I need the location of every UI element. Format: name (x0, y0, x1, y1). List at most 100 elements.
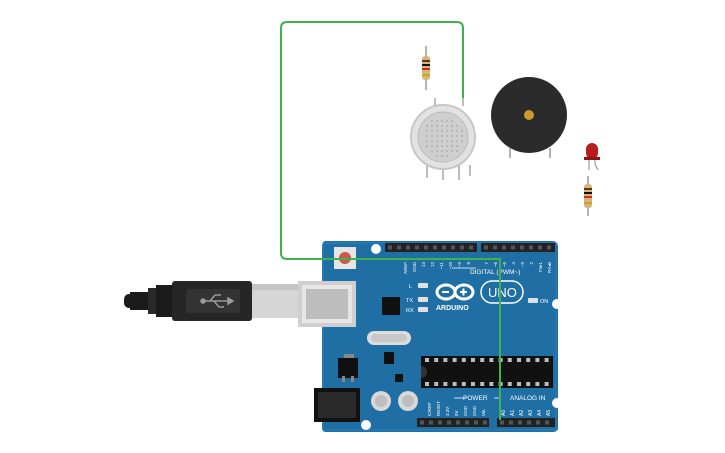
sensor-mesh-dot (440, 124, 444, 128)
chip-pin (544, 382, 549, 386)
atmega-chip (421, 356, 553, 388)
power-pin-label: 5V (454, 410, 459, 416)
header-pin[interactable] (536, 420, 540, 425)
sensor-mesh-dot (430, 149, 434, 153)
arduino-logo: ARDUINO (435, 283, 475, 312)
analog-pin-label: A3 (528, 410, 534, 416)
digital-pin-label: ~3 (520, 262, 525, 268)
header-pin[interactable] (502, 245, 506, 250)
sensor-mesh-dot (445, 124, 449, 128)
header-pin[interactable] (397, 245, 401, 250)
header-pin[interactable] (447, 420, 451, 425)
sensor-mesh-dot (430, 139, 434, 143)
sensor-mesh-dot (460, 139, 464, 143)
power-pin-label: GND (463, 405, 468, 416)
sensor-mesh-dot (440, 144, 444, 148)
digital-pin-label: ~9 (457, 262, 462, 268)
sensor-mesh-dot (450, 134, 454, 138)
chip-pin (471, 382, 475, 386)
sensor-mesh-dot (435, 124, 439, 128)
header-pin[interactable] (511, 245, 515, 250)
header-pin[interactable] (438, 420, 442, 425)
chip-pin (461, 358, 466, 362)
sensor-mesh-dot (445, 154, 449, 158)
digital-header[interactable] (385, 243, 555, 252)
power-pin-label: IOREF (427, 402, 432, 416)
gas-sensor-icon[interactable] (410, 98, 476, 180)
header-pin[interactable] (460, 245, 464, 250)
sensor-mesh-dot (445, 119, 449, 123)
header-pin[interactable] (500, 420, 504, 425)
header-pin[interactable] (420, 420, 424, 425)
header-pin[interactable] (483, 420, 487, 425)
chip-pin (425, 382, 429, 386)
header-pin[interactable] (429, 420, 433, 425)
header-pin[interactable] (520, 245, 524, 250)
digital-pin-label: 8 (466, 262, 471, 265)
sensor-mesh-dot (450, 129, 454, 133)
header-pin[interactable] (509, 420, 513, 425)
header-pin[interactable] (493, 245, 497, 250)
usb-chip (382, 297, 400, 315)
sensor-mesh-dot (425, 144, 429, 148)
sensor-mesh-dot (455, 149, 459, 153)
power-pin-label: Vin (481, 409, 486, 416)
usb-cable-icon[interactable] (124, 281, 298, 321)
header-pin[interactable] (469, 245, 473, 250)
chip-pin (507, 358, 512, 362)
sensor-mesh-dot (455, 124, 459, 128)
chip-pin (489, 358, 494, 362)
header-pin[interactable] (465, 420, 469, 425)
header-pin[interactable] (538, 245, 542, 250)
header-pin[interactable] (527, 420, 531, 425)
resistor-icon[interactable] (422, 46, 430, 90)
analog-pin-label: A5 (546, 410, 552, 416)
header-pin[interactable] (518, 420, 522, 425)
power-label: POWER (463, 395, 488, 402)
header-pin[interactable] (424, 245, 428, 250)
power-header[interactable] (417, 418, 489, 427)
header-pin[interactable] (474, 420, 478, 425)
sensor-mesh-dot (440, 129, 444, 133)
resistor-icon[interactable] (584, 176, 592, 216)
header-pin[interactable] (415, 245, 419, 250)
svg-text:RX: RX (406, 308, 414, 314)
header-pin[interactable] (388, 245, 392, 250)
sensor-mesh-dot (445, 129, 449, 133)
analog-header[interactable] (497, 418, 555, 427)
digital-pin-label: ~11 (439, 262, 444, 270)
sensor-mesh-dot (430, 144, 434, 148)
chip-pin (535, 358, 540, 362)
digital-pin-label: ~10 (448, 262, 453, 270)
chip-pin (517, 382, 521, 386)
sensor-mesh-dot (445, 139, 449, 143)
usb-b-port[interactable] (298, 281, 356, 327)
digital-pin-label: TX▸1 (538, 262, 543, 273)
mounting-hole (552, 299, 562, 309)
header-pin[interactable] (433, 245, 437, 250)
sensor-mesh-dot (450, 139, 454, 143)
header-pin[interactable] (451, 245, 455, 250)
sensor-mesh-dot (435, 134, 439, 138)
analog-pin-label: A1 (510, 410, 516, 416)
header-pin[interactable] (484, 245, 488, 250)
led-icon[interactable] (584, 143, 600, 171)
chip-pin (443, 382, 448, 386)
header-pin[interactable] (456, 420, 460, 425)
analog-in-label: ANALOG IN (510, 395, 546, 402)
jumper-wire[interactable] (280, 21, 501, 420)
header-pin[interactable] (529, 245, 533, 250)
sensor-mesh-dot (450, 124, 454, 128)
header-pin[interactable] (545, 420, 549, 425)
piezo-buzzer-icon[interactable] (491, 77, 567, 158)
header-pin[interactable] (442, 245, 446, 250)
dc-power-jack[interactable] (314, 388, 360, 422)
sensor-mesh-dot (440, 134, 444, 138)
header-pin[interactable] (406, 245, 410, 250)
header-pin[interactable] (547, 245, 551, 250)
